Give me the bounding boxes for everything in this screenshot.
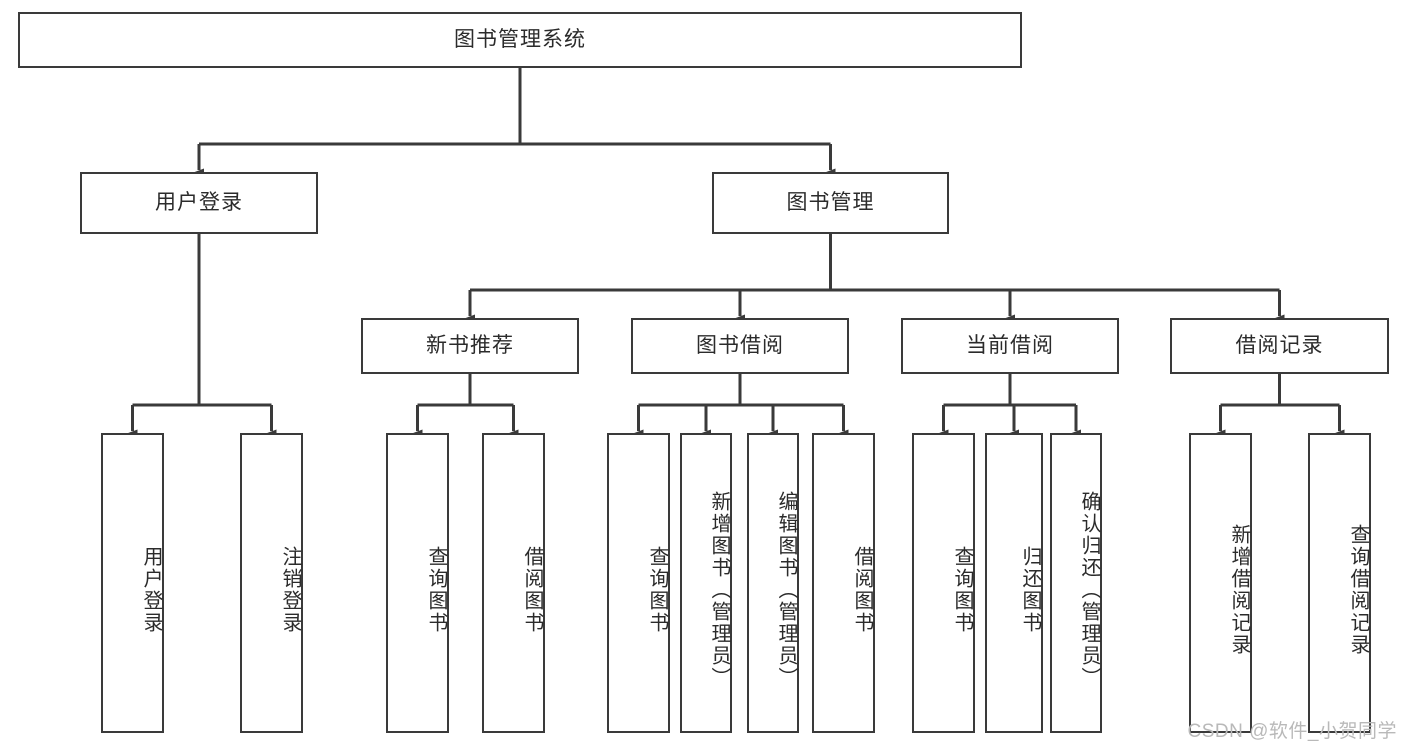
node-label: 归还图书 bbox=[1019, 546, 1041, 634]
node-leaf-bk-query[interactable]: 查询图书 bbox=[607, 433, 670, 733]
node-leaf-cur-confirm[interactable]: 确认归还（管理员） bbox=[1050, 433, 1102, 733]
node-leaf-cur-return[interactable]: 归还图书 bbox=[985, 433, 1043, 733]
node-label: 注销登录 bbox=[279, 546, 301, 634]
node-label: 查询借阅记录 bbox=[1347, 524, 1369, 656]
node-label: 查询图书 bbox=[646, 546, 668, 634]
node-leaf-bk-borrow[interactable]: 借阅图书 bbox=[812, 433, 875, 733]
node-label: 新书推荐 bbox=[426, 333, 514, 357]
node-label: 编辑图书（管理员） bbox=[775, 491, 797, 689]
node-borrow[interactable]: 图书借阅 bbox=[631, 318, 849, 374]
node-label: 确认归还（管理员） bbox=[1078, 491, 1100, 689]
node-label: 查询图书 bbox=[425, 546, 447, 634]
node-label: 图书管理系统 bbox=[454, 27, 586, 51]
node-newbook[interactable]: 新书推荐 bbox=[361, 318, 579, 374]
node-label: 借阅记录 bbox=[1235, 333, 1324, 357]
node-label: 借阅图书 bbox=[851, 546, 873, 634]
csdn-watermark: CSDN @软件_小贺同学 bbox=[1187, 721, 1397, 742]
node-label: 借阅图书 bbox=[521, 546, 543, 634]
node-leaf-user-logout[interactable]: 注销登录 bbox=[240, 433, 303, 733]
node-leaf-bk-edit[interactable]: 编辑图书（管理员） bbox=[747, 433, 799, 733]
node-leaf-rec-add[interactable]: 新增借阅记录 bbox=[1189, 433, 1252, 733]
node-label: 当前借阅 bbox=[966, 333, 1054, 357]
node-leaf-rec-query[interactable]: 查询借阅记录 bbox=[1308, 433, 1371, 733]
node-leaf-nb-query[interactable]: 查询图书 bbox=[386, 433, 449, 733]
node-label: 查询图书 bbox=[951, 546, 973, 634]
node-root[interactable]: 图书管理系统 bbox=[18, 12, 1022, 68]
node-leaf-cur-query[interactable]: 查询图书 bbox=[912, 433, 975, 733]
node-label: 用户登录 bbox=[155, 190, 243, 214]
node-records[interactable]: 借阅记录 bbox=[1170, 318, 1389, 374]
node-bookmgmt[interactable]: 图书管理 bbox=[712, 172, 949, 234]
node-label: 新增图书（管理员） bbox=[708, 491, 730, 689]
node-leaf-nb-borrow[interactable]: 借阅图书 bbox=[482, 433, 545, 733]
node-leaf-user-login[interactable]: 用户登录 bbox=[101, 433, 164, 733]
node-label: 图书借阅 bbox=[696, 333, 784, 357]
node-login[interactable]: 用户登录 bbox=[80, 172, 318, 234]
node-label: 图书管理 bbox=[786, 190, 875, 214]
node-label: 用户登录 bbox=[140, 546, 162, 634]
node-label: 新增借阅记录 bbox=[1228, 524, 1250, 656]
node-leaf-bk-add[interactable]: 新增图书（管理员） bbox=[680, 433, 732, 733]
node-current[interactable]: 当前借阅 bbox=[901, 318, 1119, 374]
